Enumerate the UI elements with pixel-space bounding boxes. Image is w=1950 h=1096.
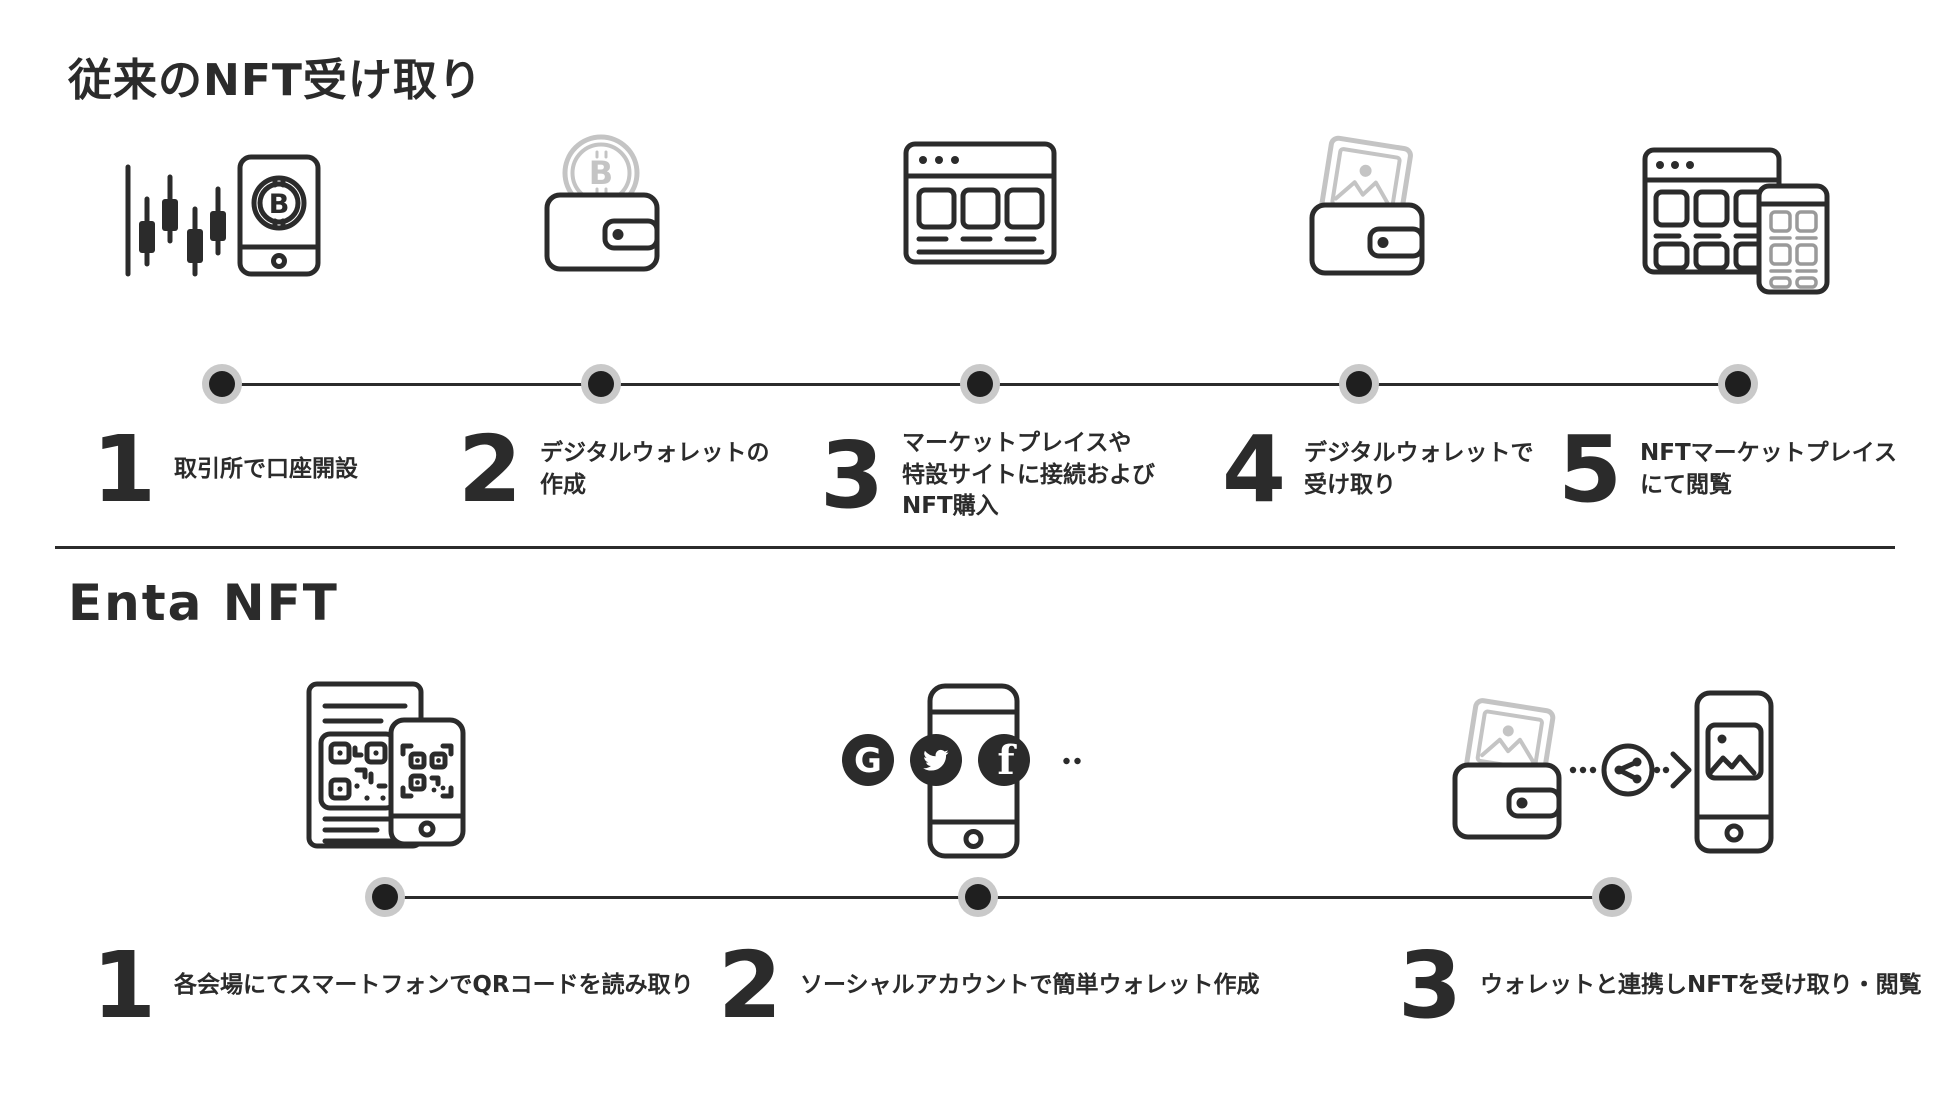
svg-text:G: G [854, 741, 882, 781]
step-enta-1: 1 各会場にてスマートフォンでQRコードを読み取り [92, 932, 694, 1039]
timeline-dot-1 [202, 364, 242, 404]
step-label-line: マーケットプレイスや [902, 430, 1132, 456]
step-label-line: ソーシャルアカウントで簡単ウォレット作成 [800, 971, 1260, 998]
timeline-enta [385, 896, 1612, 899]
step-label-line: 作成 [540, 471, 587, 498]
step-label-line: NFTマーケットプレイス [1640, 439, 1897, 466]
step-enta-3: 3 ウォレットと連携しNFTを受け取り・閲覧 [1398, 932, 1922, 1039]
step-label-line: デジタルウォレットで [1304, 439, 1534, 466]
step-enta-2: 2 ソーシャルアカウントで簡単ウォレット作成 [718, 932, 1260, 1039]
svg-text:B: B [589, 154, 613, 192]
timeline-dot-4 [1339, 364, 1379, 404]
step-label: ウォレットと連携しNFTを受け取り・閲覧 [1480, 970, 1922, 1002]
step-label-line: にて閲覧 [1640, 471, 1733, 498]
nft-marketplace-phone-icon [1642, 147, 1830, 295]
step-number: 3 [1398, 932, 1463, 1039]
discord-icon [1053, 746, 1091, 774]
bitcoin-wallet-icon: B [544, 134, 660, 272]
timeline-dot-enta-3 [1592, 877, 1632, 917]
dotted-arrow [1569, 766, 1670, 774]
step-number: 1 [92, 932, 157, 1039]
step-number: 2 [458, 416, 523, 523]
twitter-icon [910, 734, 962, 786]
step-number: 4 [1222, 416, 1287, 523]
marketplace-browser-icon [903, 141, 1057, 265]
svg-text:B: B [269, 189, 290, 220]
chevron-right-icon [1670, 751, 1692, 789]
step-label: デジタルウォレットで 受け取り [1304, 438, 1534, 501]
timeline-dot-enta-2 [958, 877, 998, 917]
step-label-line: デジタルウォレットの [540, 439, 770, 466]
section-title-traditional: 従来のNFT受け取り [68, 55, 483, 106]
timeline-dot-enta-1 [365, 877, 405, 917]
section-title-enta: Enta NFT [68, 574, 339, 632]
step-label: 各会場にてスマートフォンでQRコードを読み取り [174, 970, 694, 1002]
step-number: 1 [92, 416, 157, 523]
step-trad-2: 2 デジタルウォレットの 作成 [458, 416, 770, 523]
wallet-share-phone-icon [1452, 690, 1774, 854]
step-trad-1: 1 取引所で口座開設 [92, 416, 358, 523]
step-label-line: 各会場にてスマートフォンでQRコードを読み取り [174, 971, 694, 998]
share-icon [1601, 743, 1655, 797]
step-label-line: 特設サイトに接続および [902, 461, 1156, 488]
google-icon: G [842, 734, 894, 786]
step-number: 3 [820, 421, 885, 529]
step-number: 2 [718, 932, 783, 1039]
step-label-line: NFT購入 [902, 493, 999, 520]
qr-code-scan-icon [306, 681, 466, 849]
svg-text:f: f [997, 737, 1017, 784]
step-label: デジタルウォレットの 作成 [540, 438, 770, 501]
section-divider [55, 546, 1895, 549]
step-label: ソーシャルアカウントで簡単ウォレット作成 [800, 970, 1260, 1002]
step-label-line: 受け取り [1304, 471, 1397, 498]
wallet-receive-image-icon [1309, 135, 1425, 276]
timeline-dot-5 [1718, 364, 1758, 404]
step-number: 5 [1558, 416, 1623, 523]
step-trad-3: 3 マーケットプレイスや 特設サイトに接続および NFT購入 [820, 428, 1155, 523]
timeline-dot-2 [581, 364, 621, 404]
step-label: 取引所で口座開設 [174, 454, 358, 486]
step-label: マーケットプレイスや 特設サイトに接続および NFT購入 [902, 428, 1155, 523]
step-label-line: ウォレットと連携しNFTを受け取り・閲覧 [1480, 971, 1922, 998]
social-login-phone-icon: G f [842, 683, 1091, 859]
timeline-dot-3 [960, 364, 1000, 404]
exchange-chart-bitcoin-phone-icon: B [125, 154, 321, 277]
step-label: NFTマーケットプレイス にて閲覧 [1640, 438, 1897, 501]
step-trad-5: 5 NFTマーケットプレイス にて閲覧 [1558, 416, 1897, 523]
step-trad-4: 4 デジタルウォレットで 受け取り [1222, 416, 1534, 523]
facebook-icon: f [978, 734, 1030, 786]
step-label-line: 取引所で口座開設 [174, 455, 359, 482]
